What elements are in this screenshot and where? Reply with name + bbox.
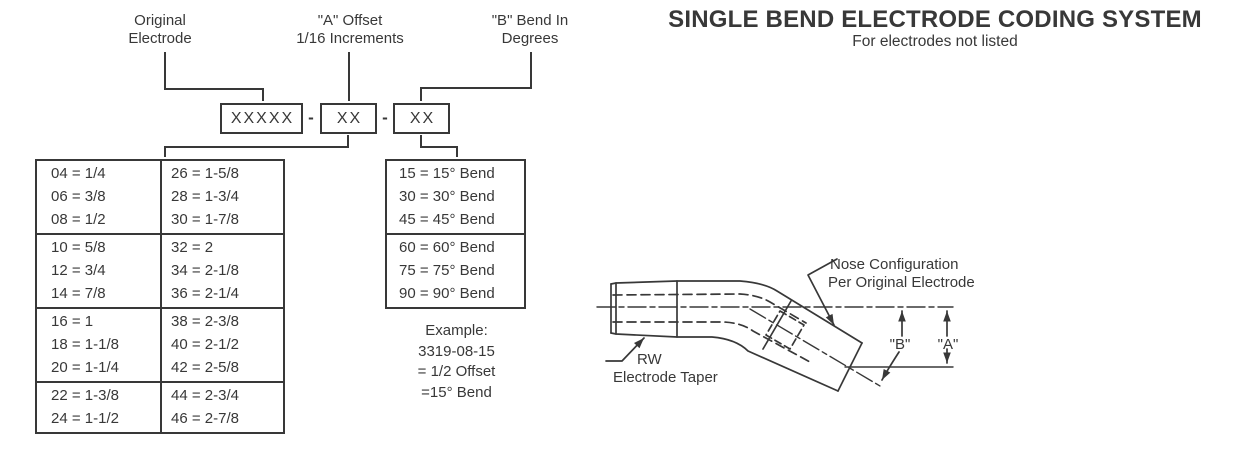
table-cell: 22 = 1-3/8 <box>51 387 119 404</box>
label-original-electrode: Original Electrode <box>100 12 220 48</box>
code-separator-1: - <box>308 108 314 127</box>
electrode-drawing: Nose Configuration Per Original Electrod… <box>596 256 975 392</box>
table-cell: 40 = 2-1/2 <box>171 336 239 353</box>
nose-leader-arrow <box>807 258 838 326</box>
electrode-top-edge <box>610 280 863 344</box>
nose-configuration-label-line2: Per Original Electrode <box>828 274 975 291</box>
example-line: =15° Bend <box>421 383 492 401</box>
table-cell: 28 = 1-3/4 <box>171 188 239 205</box>
dim-a-label: "A" <box>938 336 959 353</box>
label-original-line1: Original <box>134 12 186 29</box>
label-a-offset: "A" Offset 1/16 Increments <box>285 12 415 48</box>
label-b-bend: "B" Bend In Degrees <box>470 12 590 48</box>
offset-table-col-right: 32 = 2 34 = 2-1/8 36 = 2-1/4 <box>160 235 283 307</box>
offset-table-col-left: 04 = 1/4 06 = 3/8 08 = 1/2 <box>37 161 160 233</box>
table-cell: 12 = 3/4 <box>51 262 106 279</box>
connector-box-to-offset-table <box>164 135 349 157</box>
offset-table-group-2: 10 = 5/8 12 = 3/4 14 = 7/8 32 = 2 34 = 2… <box>37 233 283 307</box>
offset-table-group-1: 04 = 1/4 06 = 3/8 08 = 1/2 26 = 1-5/8 28… <box>37 161 283 233</box>
taper-label-line2: Electrode Taper <box>613 369 718 386</box>
table-cell: 08 = 1/2 <box>51 211 106 228</box>
bend-table-group-2: 60 = 60° Bend 75 = 75° Bend 90 = 90° Ben… <box>387 233 524 307</box>
connector-bend-to-box <box>420 52 532 101</box>
offset-table-col-left: 22 = 1-3/8 24 = 1-1/2 <box>37 383 160 432</box>
table-cell: 45 = 45° Bend <box>399 211 495 228</box>
offset-table-group-3: 16 = 1 18 = 1-1/8 20 = 1-1/4 38 = 2-3/8 … <box>37 307 283 381</box>
table-cell: 15 = 15° Bend <box>399 165 495 182</box>
table-cell: 44 = 2-3/4 <box>171 387 239 404</box>
label-b-bend-line2: Degrees <box>501 30 559 47</box>
table-cell: 38 = 2-3/8 <box>171 313 239 330</box>
example-line: = 1/2 Offset <box>417 363 496 380</box>
code-separator-2: - <box>382 108 388 127</box>
page-title: SINGLE BEND ELECTRODE CODING SYSTEM <box>668 6 1202 33</box>
table-cell: 36 = 2-1/4 <box>171 285 239 302</box>
table-cell: 30 = 30° Bend <box>399 188 495 205</box>
table-cell: 16 = 1 <box>51 313 94 330</box>
table-cell: 18 = 1-1/8 <box>51 336 119 353</box>
offset-table-group-4: 22 = 1-3/8 24 = 1-1/2 44 = 2-3/4 46 = 2-… <box>37 381 283 432</box>
example-line: Example: <box>425 322 488 339</box>
centerline-bent-axis <box>749 308 881 387</box>
table-cell: 46 = 2-7/8 <box>171 410 239 427</box>
inner-bore-top-hidden-line <box>612 293 807 324</box>
table-cell: 34 = 2-1/8 <box>171 262 239 279</box>
offset-table-col-right: 26 = 1-5/8 28 = 1-3/4 30 = 1-7/8 <box>160 161 283 233</box>
connector-original-to-box <box>164 52 264 101</box>
nose-configuration-label-line1: Nose Configuration <box>830 256 958 273</box>
table-cell: 26 = 1-5/8 <box>171 165 239 182</box>
example-block: Example: 3319-08-15 = 1/2 Offset =15° Be… <box>385 321 528 403</box>
table-cell: 24 = 1-1/2 <box>51 410 119 427</box>
offset-table-col-right: 44 = 2-3/4 46 = 2-7/8 <box>160 383 283 432</box>
table-cell: 10 = 5/8 <box>51 239 106 256</box>
inner-bore-bottom-hidden-line <box>612 321 811 363</box>
code-box-bend: XX <box>393 103 450 134</box>
table-cell: 14 = 7/8 <box>51 285 106 302</box>
label-original-line2: Electrode <box>128 30 192 47</box>
offset-table-col-right: 38 = 2-3/8 40 = 2-1/2 42 = 2-5/8 <box>160 309 283 381</box>
code-box-electrode: XXXXX <box>220 103 303 134</box>
dim-b-arc-arrow <box>881 351 900 381</box>
table-cell: 60 = 60° Bend <box>399 239 495 256</box>
bend-table: 15 = 15° Bend 30 = 30° Bend 45 = 45° Ben… <box>385 159 526 309</box>
page-subtitle: For electrodes not listed <box>852 33 1018 50</box>
table-cell: 90 = 90° Bend <box>399 285 495 302</box>
taper-label-line1: RW <box>637 351 663 368</box>
taper-leader-arrow <box>605 337 645 362</box>
label-b-bend-line1: "B" Bend In <box>491 12 569 29</box>
table-cell: 06 = 3/8 <box>51 188 106 205</box>
electrode-bottom-edge <box>610 332 839 392</box>
table-cell: 75 = 75° Bend <box>399 262 495 279</box>
table-cell: 30 = 1-7/8 <box>171 211 239 228</box>
offset-table: 04 = 1/4 06 = 3/8 08 = 1/2 26 = 1-5/8 28… <box>35 159 285 434</box>
offset-table-col-left: 16 = 1 18 = 1-1/8 20 = 1-1/4 <box>37 309 160 381</box>
table-cell: 20 = 1-1/4 <box>51 359 119 376</box>
connector-box-to-bend-table <box>420 135 458 157</box>
table-cell: 04 = 1/4 <box>51 165 106 182</box>
example-line: 3319-08-15 <box>418 342 495 360</box>
nose-indicator-hidden-box <box>765 310 805 350</box>
offset-table-col-left: 10 = 5/8 12 = 3/4 14 = 7/8 <box>37 235 160 307</box>
table-cell: 32 = 2 <box>171 239 214 256</box>
table-cell: 42 = 2-5/8 <box>171 359 239 376</box>
code-box-offset: XX <box>320 103 377 134</box>
label-a-offset-line1: "A" Offset <box>317 12 383 29</box>
label-a-offset-line2: 1/16 Increments <box>296 30 404 47</box>
bend-table-group-1: 15 = 15° Bend 30 = 30° Bend 45 = 45° Ben… <box>387 161 524 233</box>
dim-b-label: "B" <box>890 336 911 353</box>
